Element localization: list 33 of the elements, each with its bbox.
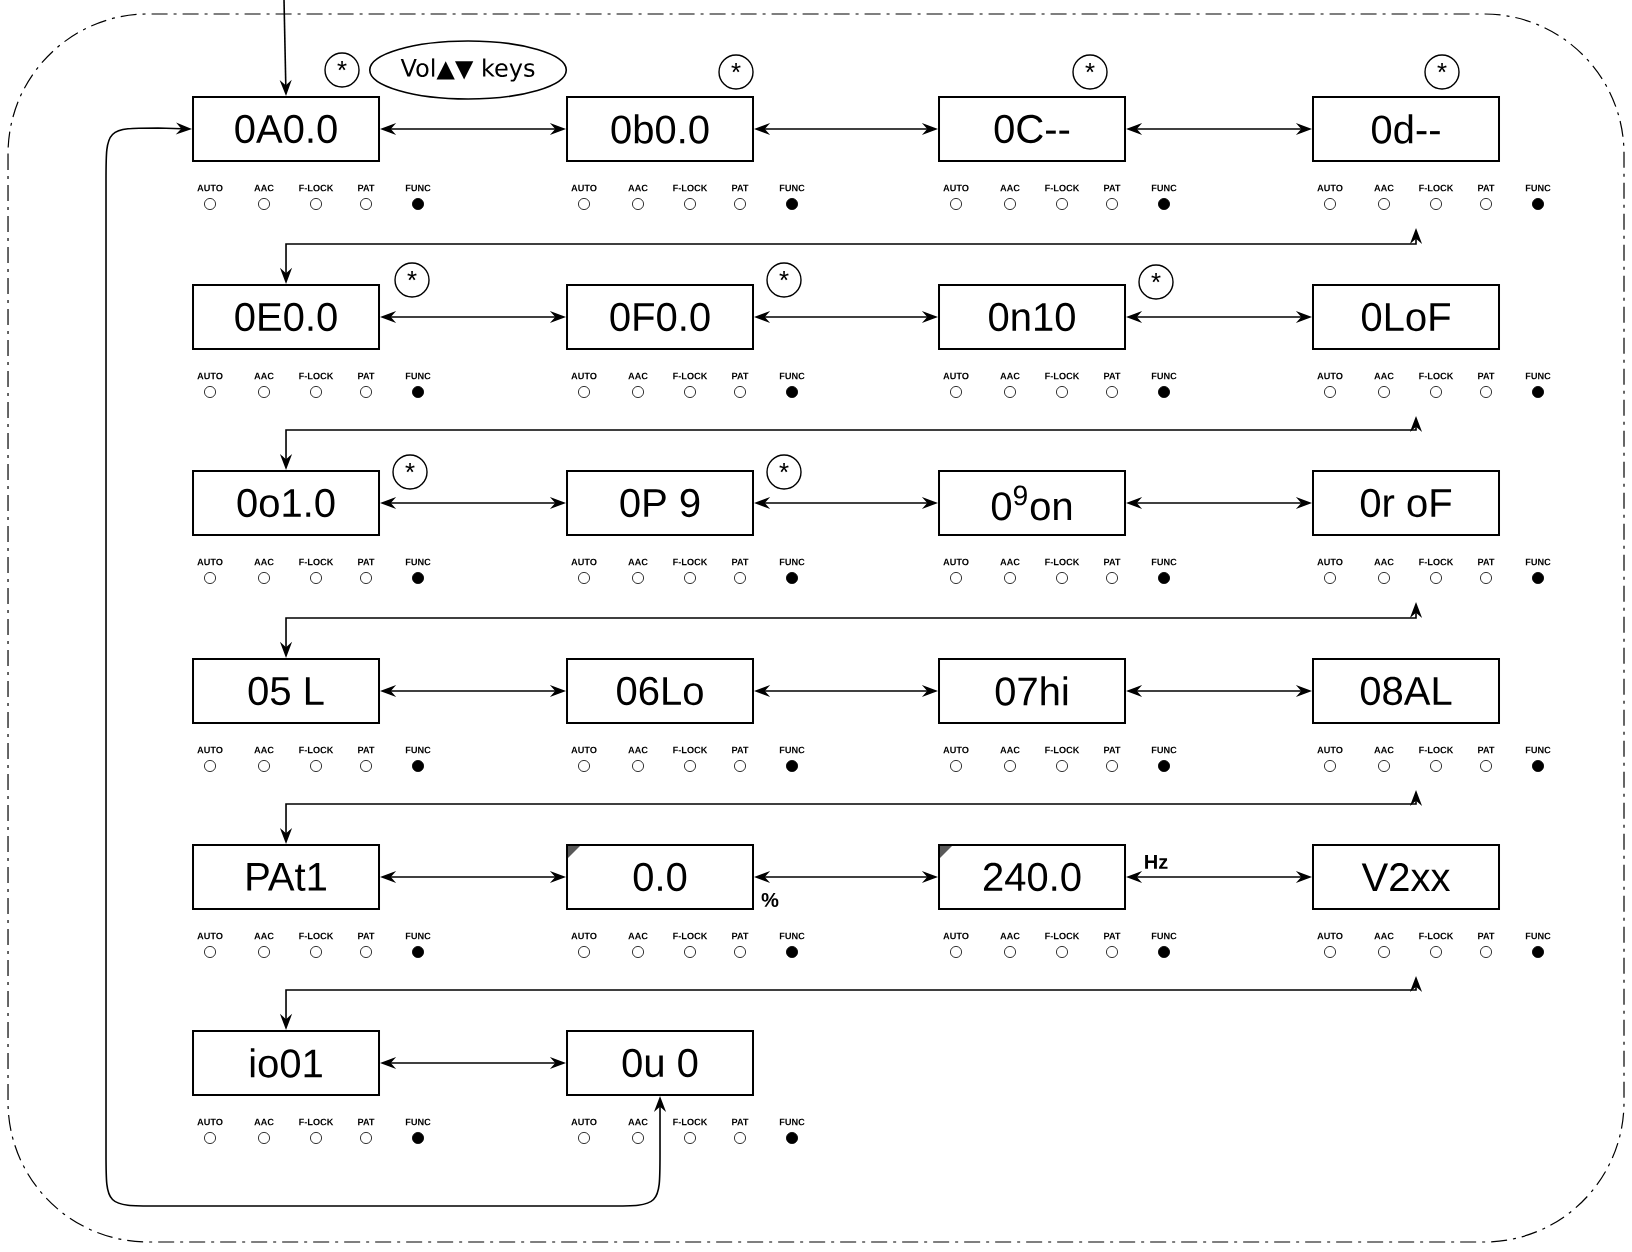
asterisk-mark: * (1072, 54, 1108, 90)
asterisk-mark: * (1424, 54, 1460, 90)
display-box: PAt1 (192, 844, 380, 910)
asterisk-mark: * (766, 454, 802, 490)
display-box: 0E0.0 (192, 284, 380, 350)
asterisk-mark: * (392, 454, 428, 490)
asterisk-mark: * (394, 262, 430, 298)
display-box: 0F0.0 (566, 284, 754, 350)
display-box: 0$^{9}$on (938, 470, 1126, 536)
display-box: 0b0.0 (566, 96, 754, 162)
display-box: 0o1.0 (192, 470, 380, 536)
unit-label: Hz (1145, 855, 1168, 869)
display-box: 07hi (938, 658, 1126, 724)
display-box: 0u 0 (566, 1030, 754, 1096)
display-box: 0r oF (1312, 470, 1500, 536)
display-box: 06Lo (566, 658, 754, 724)
display-box: 0P 9 (566, 470, 754, 536)
asterisk-mark: * (1138, 264, 1174, 300)
display-box: 0d-- (1312, 96, 1500, 162)
display-box: 08AL (1312, 658, 1500, 724)
display-box: 0LoF (1312, 284, 1500, 350)
display-box: 0.0 (566, 844, 754, 910)
display-box: 0n10 (938, 284, 1126, 350)
display-box: 0C-- (938, 96, 1126, 162)
display-box: V2xx (1312, 844, 1500, 910)
asterisk-mark: * (324, 52, 360, 88)
display-box: 05 L (192, 658, 380, 724)
display-box: 0A0.0 (192, 96, 380, 162)
asterisk-mark: * (766, 262, 802, 298)
display-box: io01 (192, 1030, 380, 1096)
display-box: 240.0 (938, 844, 1126, 910)
unit-label: % (761, 892, 779, 908)
asterisk-mark: * (718, 54, 754, 90)
